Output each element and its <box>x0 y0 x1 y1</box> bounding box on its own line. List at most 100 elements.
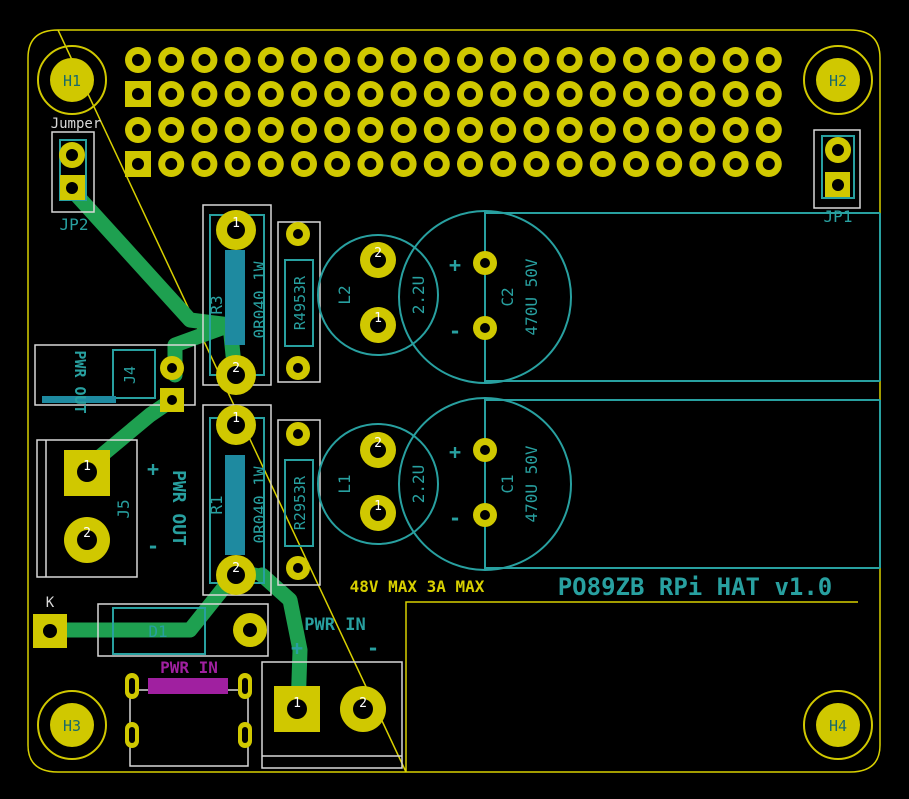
l2-value: 2.2U <box>409 276 428 315</box>
resistor-r2953r: R2953R <box>277 419 321 586</box>
gpio-drill-hole <box>298 88 310 100</box>
l1-ref: L1 <box>335 474 354 493</box>
gpio-drill-hole <box>298 124 310 136</box>
gpio-drill-hole <box>596 88 609 100</box>
gpio-drill-hole <box>663 124 676 136</box>
pwr-in-minus: - <box>367 636 379 660</box>
connector-j4: J4 PWR OUT <box>34 344 196 414</box>
c2-value: 470U 50V <box>522 258 541 335</box>
r1-value: 0R040 1W <box>250 466 269 543</box>
gpio-drill-hole <box>497 88 510 100</box>
gpio-drill-hole <box>231 158 244 170</box>
hole-label-h2: H2 <box>829 72 847 90</box>
j5-pad2: 2 <box>83 526 91 541</box>
gpio-drill-hole <box>563 88 576 100</box>
gpio-drill-hole <box>165 158 178 170</box>
gpio-drill-hole <box>331 124 344 136</box>
l2-pad1: 1 <box>374 311 382 326</box>
gpio-drill-hole <box>132 88 144 100</box>
jp2-value: Jumper <box>51 116 102 132</box>
gpio-drill-hole <box>696 124 709 136</box>
gpio-drill-hole <box>298 158 310 170</box>
mounting-hole-h3: H3 <box>37 690 107 760</box>
gpio-drill-hole <box>264 158 277 170</box>
c2-minus: - <box>449 319 461 343</box>
gpio-drill-hole <box>397 124 410 136</box>
diode-d1: K D1 <box>33 595 269 657</box>
inductor-l2: 2 1 L2 2.2U <box>317 234 439 356</box>
connector-j5: 1 2 J5 + - PWR OUT <box>36 439 189 578</box>
board-title: PO89ZB RPi HAT v1.0 <box>558 573 833 601</box>
j5-label: PWR OUT <box>168 470 189 546</box>
c1-ref: C1 <box>498 474 517 493</box>
gpio-drill-hole <box>397 158 410 170</box>
gpio-drill-hole <box>165 54 178 66</box>
gpio-drill-hole <box>364 54 377 66</box>
l1-value: 2.2U <box>409 465 428 504</box>
gpio-drill-hole <box>198 124 211 136</box>
r3-ref: R3 <box>207 295 226 314</box>
gpio-drill-hole <box>264 124 277 136</box>
gpio-drill-hole <box>530 124 543 136</box>
j5-pad1: 1 <box>83 459 91 474</box>
gpio-drill-hole <box>497 124 510 136</box>
l2-ref: L2 <box>335 285 354 304</box>
gpio-drill-hole <box>630 54 642 66</box>
resistor-r1: 1 2 R1 0R040 1W <box>202 404 272 596</box>
r3-value: 0R040 1W <box>250 261 269 338</box>
gpio-drill-hole <box>596 158 609 170</box>
gpio-drill-hole <box>231 124 244 136</box>
gpio-drill-hole <box>430 158 443 170</box>
j4-label: PWR OUT <box>71 350 89 413</box>
gpio-drill-hole <box>364 158 377 170</box>
gpio-drill-hole <box>397 54 410 66</box>
gpio-drill-hole <box>430 88 443 100</box>
gpio-drill-hole <box>264 88 277 100</box>
c1-value: 470U 50V <box>522 445 541 522</box>
l1-pad1: 1 <box>374 499 382 514</box>
ratings-label: 48V MAX 3A MAX <box>350 577 485 596</box>
j4-ref: J4 <box>121 366 139 384</box>
gpio-drill-hole <box>464 124 476 136</box>
gpio-drill-hole <box>663 54 676 66</box>
mounting-hole-h4: H4 <box>803 690 873 760</box>
gpio-drill-hole <box>331 88 344 100</box>
hole-label-h4: H4 <box>829 717 847 735</box>
gpio-drill-hole <box>298 54 310 66</box>
gpio-drill-hole <box>397 88 410 100</box>
gpio-drill-hole <box>231 54 244 66</box>
resistor-r3: 1 2 R3 0R040 1W <box>202 204 272 395</box>
l1-pad2: 2 <box>374 436 382 451</box>
mounting-hole-h1: H1 <box>37 45 107 115</box>
gpio-drill-hole <box>663 88 676 100</box>
gpio-drill-hole <box>563 124 576 136</box>
gpio-drill-hole <box>132 158 144 170</box>
usb-power-connector: PWR IN <box>125 658 252 767</box>
gpio-drill-hole <box>729 158 742 170</box>
gpio-drill-hole <box>464 54 476 66</box>
gpio-drill-hole <box>762 124 775 136</box>
r1-pad1: 1 <box>232 411 240 426</box>
gpio-drill-hole <box>630 88 642 100</box>
gpio-drill-hole <box>132 124 144 136</box>
gpio-drill-hole <box>596 54 609 66</box>
gpio-drill-hole <box>331 158 344 170</box>
gpio-drill-hole <box>430 124 443 136</box>
gpio-drill-hole <box>596 124 609 136</box>
gpio-drill-hole <box>663 158 676 170</box>
gpio-drill-hole <box>530 88 543 100</box>
d1-ref: D1 <box>148 622 167 641</box>
gpio-drill-hole <box>264 54 277 66</box>
c2-plus: + <box>449 253 461 277</box>
gpio-drill-hole <box>729 54 742 66</box>
gpio-drill-hole <box>497 54 510 66</box>
gpio-drill-hole <box>198 54 211 66</box>
gpio-drill-hole <box>364 88 377 100</box>
gpio-drill-hole <box>464 88 476 100</box>
gpio-drill-hole <box>762 88 775 100</box>
gpio-drill-hole <box>729 124 742 136</box>
gpio-drill-hole <box>198 158 211 170</box>
r2953r-value: R2953R <box>291 475 309 530</box>
gpio-drill-hole <box>729 88 742 100</box>
gpio-drill-hole <box>497 158 510 170</box>
